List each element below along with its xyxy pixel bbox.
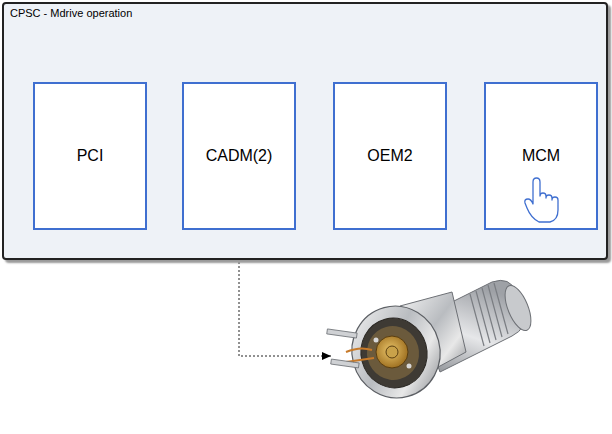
group-panel: CPSC - Mdrive operationPCI CADM(2) OEM2 MCM <box>2 2 608 260</box>
process-box: PCI <box>33 82 147 230</box>
process-box: MCM <box>484 82 598 230</box>
process-box: CADM(2) <box>182 82 296 230</box>
box-label: CADM(2) <box>204 147 275 165</box>
process-box: OEM2 <box>333 82 447 230</box>
group-heading: CPSC - Mdrive operation <box>10 7 132 19</box>
box-label: OEM2 <box>365 147 414 165</box>
box-label: PCI <box>75 147 106 165</box>
box-label: MCM <box>520 147 562 165</box>
